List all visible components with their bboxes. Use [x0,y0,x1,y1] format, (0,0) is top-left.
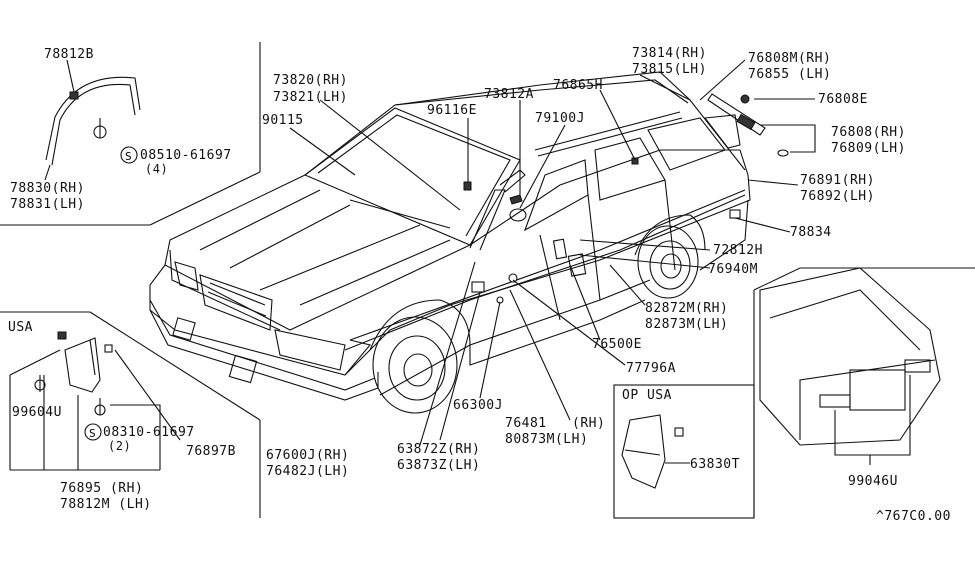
part-72812H: 72812H [713,243,763,258]
part-73821: 73821(LH) [273,90,348,105]
part-76481-rh: (RH) [572,416,606,431]
part-78831: 78831(LH) [10,197,85,212]
part-78812M: 78812M (LH) [60,497,152,512]
part-78830: 78830(RH) [10,181,85,196]
svg-text:S: S [125,150,132,163]
part-76855: 76855 (LH) [748,67,832,82]
part-67600J: 67600J(RH) [266,448,350,463]
part-79100J: 79100J [535,111,585,126]
part-99046U: 99046U [848,474,898,489]
part-76895: 76895 (RH) [60,481,144,496]
roof-rail-parts [707,93,816,157]
part-66300J: 66300J [453,398,503,413]
part-76808E: 76808E [818,92,868,107]
part-08510: 08510-61697 [140,148,232,163]
part-76892: 76892(LH) [800,189,875,204]
mudguard-usa-inset: S [9,331,181,471]
part-76481: 76481 [505,416,547,431]
op-usa-label: OP USA [622,388,672,403]
part-76940M: 76940M [708,262,758,277]
part-82873M: 82873M(LH) [645,317,729,332]
part-76482J: 76482J(LH) [266,464,350,479]
part-73815: 73815(LH) [632,62,707,77]
part-82872M: 82872M(RH) [645,301,729,316]
part-78834: 78834 [790,225,832,240]
arch-moulding-inset: S [45,76,141,166]
part-76500E: 76500E [592,337,642,352]
part-73812A: 73812A [484,87,534,102]
part-08310-qty: (2) [108,439,132,453]
diagram-code: ^767C0.00 [876,509,951,524]
part-73814: 73814(RH) [632,46,707,61]
part-63830T: 63830T [690,457,740,472]
part-08510-qty: (4) [145,162,169,176]
rear-view-inset [759,267,941,465]
part-76891: 76891(RH) [800,173,875,188]
part-76865H: 76865H [553,78,603,93]
leader-lines [44,59,815,446]
part-76809: 76809(LH) [831,141,906,156]
part-76808: 76808(RH) [831,125,906,140]
part-77796A: 77796A [626,361,676,376]
op-usa-mudguard [621,414,690,489]
part-96116E: 96116E [427,103,477,118]
part-08310: 08310-61697 [103,425,195,440]
part-76808M: 76808M(RH) [748,51,832,66]
part-76897B: 76897B [186,444,236,459]
part-80873M: 80873M(LH) [505,432,589,447]
station-wagon-drawing [149,71,751,414]
part-63872Z: 63872Z(RH) [397,442,481,457]
section-frames [0,42,975,519]
svg-text:S: S [89,427,96,440]
part-63873Z: 63873Z(LH) [397,458,481,473]
part-90115: 90115 [262,113,304,128]
usa-label: USA [8,320,33,335]
part-73820: 73820(RH) [273,73,348,88]
part-78812B: 78812B [44,47,94,62]
part-99604U: 99604U [12,405,62,420]
